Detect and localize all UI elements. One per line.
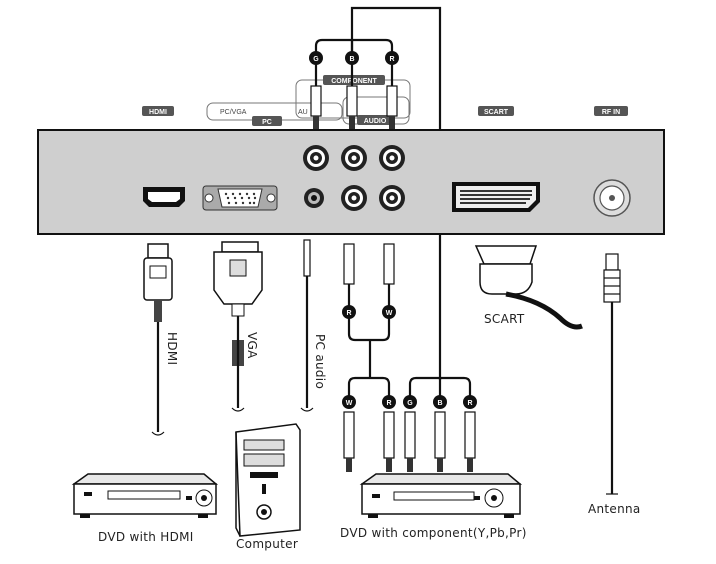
antenna-cable <box>603 253 621 495</box>
vga-port[interactable] <box>202 185 278 211</box>
audio-small-label: AU <box>298 109 308 116</box>
rca-jack-audio-left[interactable] <box>341 185 367 211</box>
antenna-label: Antenna <box>588 502 641 516</box>
badge-low-g: G <box>403 395 417 409</box>
svg-text:G: G <box>407 400 413 407</box>
audio-label: AUDIO <box>364 118 387 125</box>
vga-cable <box>213 241 263 412</box>
badge-top-r: R <box>385 51 399 65</box>
rca-jack-component-y[interactable] <box>303 145 329 171</box>
svg-text:B: B <box>349 56 354 63</box>
badge-top-g: G <box>309 51 323 65</box>
rca-jack-audio-right[interactable] <box>379 185 405 211</box>
rca-jack-component-pb[interactable] <box>341 145 367 171</box>
svg-text:R: R <box>467 400 472 407</box>
badge-low-b: B <box>433 395 447 409</box>
dvd-component-device <box>359 473 523 518</box>
computer-label: Computer <box>236 537 298 551</box>
rf-in-label-tag: RF IN <box>594 106 628 116</box>
vga-cable-label: VGA <box>245 332 259 359</box>
badge-low-w: W <box>342 395 356 409</box>
lower-rca-plugs <box>343 411 476 472</box>
dvd-hdmi-label: DVD with HDMI <box>98 530 194 544</box>
computer-device <box>235 423 301 537</box>
pc-vga-label: PC/VGA <box>220 109 247 116</box>
rca-jack-component-pr[interactable] <box>379 145 405 171</box>
badge-low-r1: R <box>382 395 396 409</box>
scart-port[interactable] <box>452 182 540 212</box>
svg-text:R: R <box>386 400 391 407</box>
badge-mid-w: W <box>382 305 396 319</box>
pc-group-frame: PC/VGA AU PC <box>206 102 343 126</box>
badge-top-b: B <box>345 51 359 65</box>
top-rca-plugs <box>310 85 398 136</box>
hdmi-label: HDMI <box>149 109 167 116</box>
svg-text:B: B <box>437 400 442 407</box>
svg-text:W: W <box>346 400 353 407</box>
hdmi-label-tag: HDMI <box>142 106 174 116</box>
rf-in-port[interactable] <box>593 179 631 217</box>
badge-low-r2: R <box>463 395 477 409</box>
pc-audio-cable <box>300 239 314 412</box>
hdmi-cable <box>143 243 173 436</box>
hdmi-port[interactable] <box>143 187 185 207</box>
pc-label: PC <box>262 119 272 126</box>
scart-cable <box>474 245 583 330</box>
scart-label-tag: SCART <box>478 106 514 116</box>
dvd-hdmi-device <box>71 473 219 518</box>
component-label: COMPONENT <box>331 78 377 85</box>
badge-mid-r: R <box>342 305 356 319</box>
dvd-component-label: DVD with component(Y,Pb,Pr) <box>340 526 527 540</box>
hdmi-cable-label: HDMI <box>165 332 179 365</box>
scart-cable-label: SCART <box>484 312 525 326</box>
svg-text:R: R <box>389 56 394 63</box>
pc-audio-jack[interactable] <box>304 188 324 208</box>
rf-in-label: RF IN <box>602 109 620 116</box>
svg-text:R: R <box>346 310 351 317</box>
scart-label: SCART <box>484 109 509 116</box>
audio-rw-cable <box>343 243 395 400</box>
svg-text:W: W <box>386 310 393 317</box>
svg-text:G: G <box>313 56 319 63</box>
pc-audio-cable-label: PC audio <box>313 334 327 389</box>
